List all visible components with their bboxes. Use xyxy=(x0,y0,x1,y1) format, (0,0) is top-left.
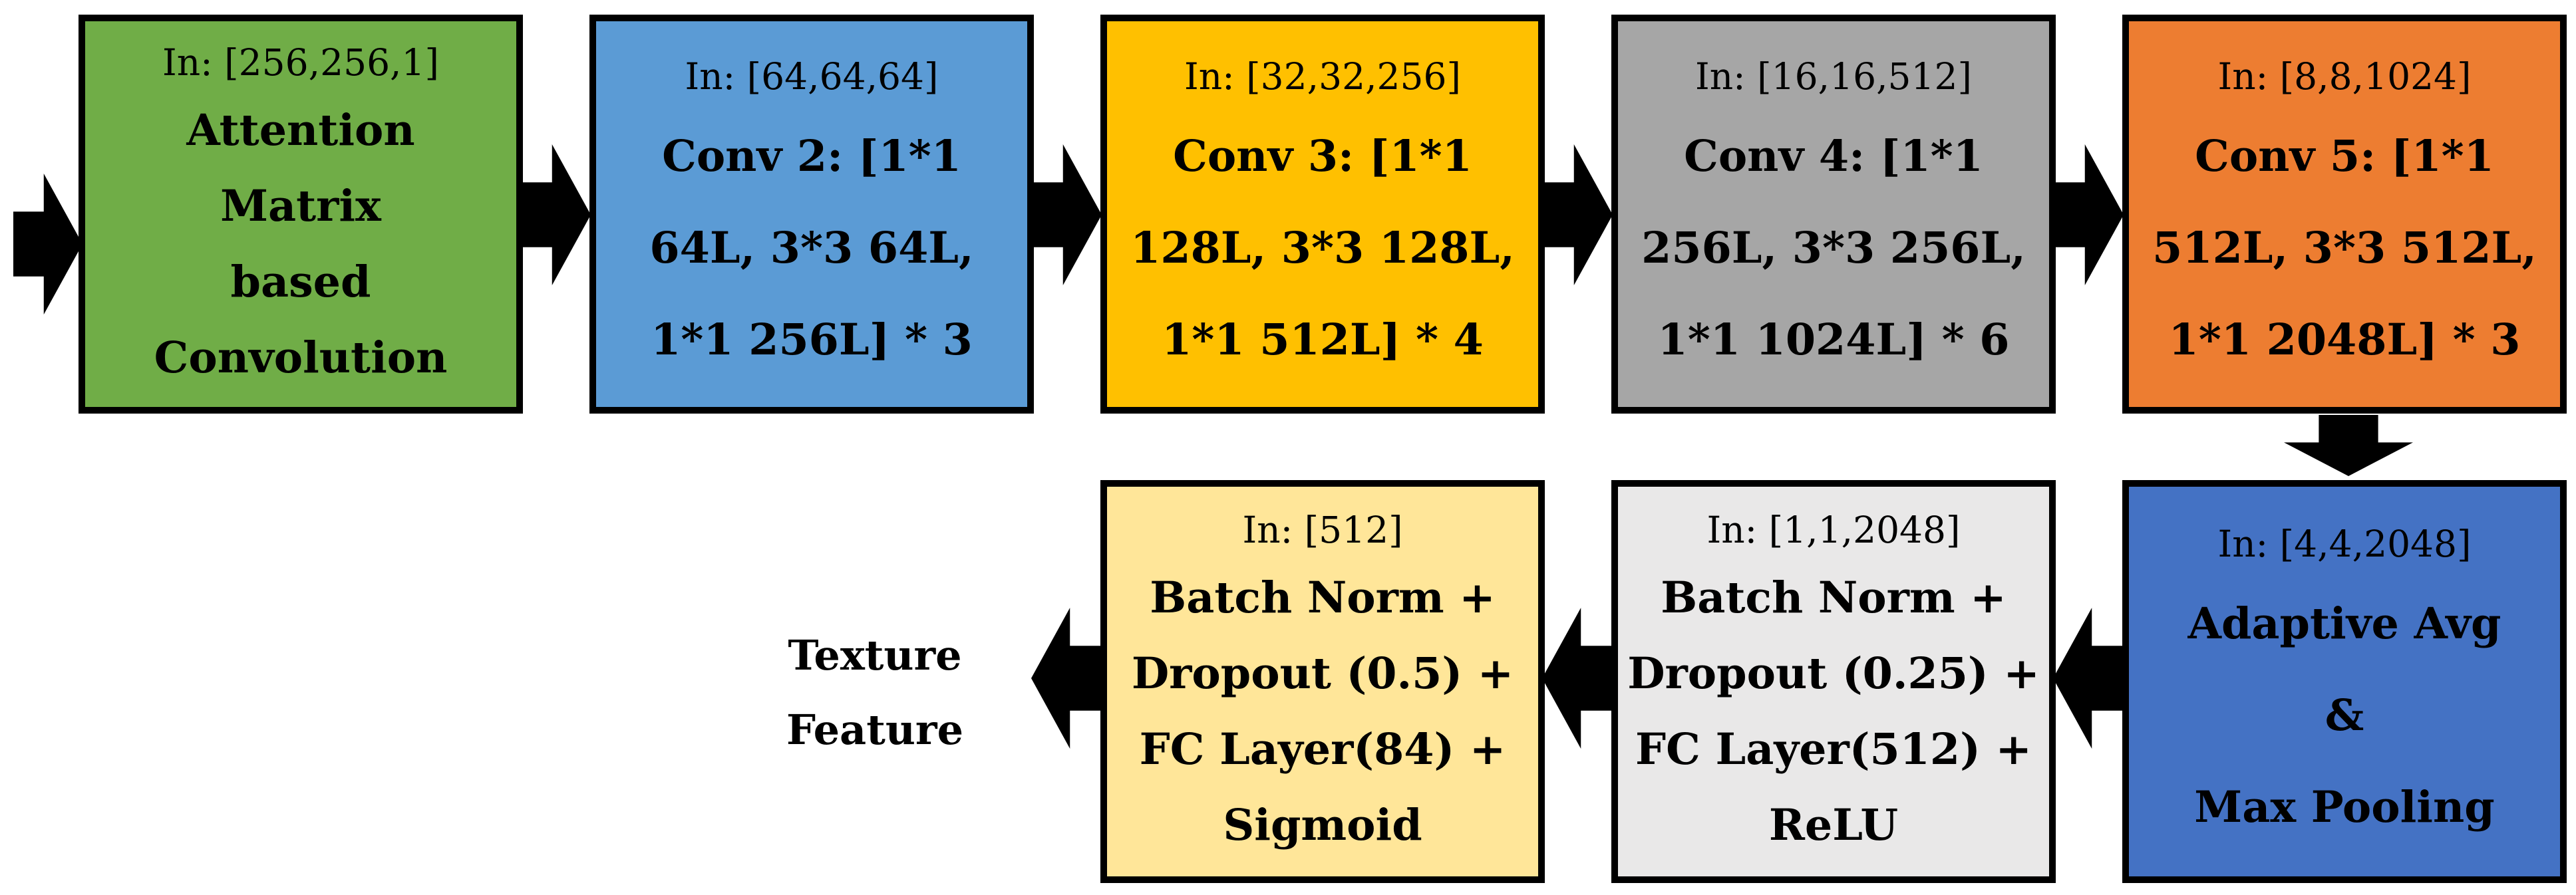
block-line: 128L, 3*3 128L, xyxy=(1130,223,1515,273)
block-in-label: In: [32,32,256] xyxy=(1184,55,1461,98)
arrow-left-icon xyxy=(1542,608,1611,749)
block-conv3: In: [32,32,256] Conv 3: [1*1 128L, 3*3 1… xyxy=(1100,15,1545,414)
block-in-label: In: [4,4,2048] xyxy=(2217,523,2472,565)
block-line: Max Pooling xyxy=(2194,782,2495,832)
texture-feature-label: Texture Feature xyxy=(752,618,998,767)
block-line: Adaptive Avg xyxy=(2187,598,2501,649)
block-conv2: In: [64,64,64] Conv 2: [1*1 64L, 3*3 64L… xyxy=(589,15,1034,414)
arrow-left-icon xyxy=(1031,608,1100,749)
arrow-right-icon xyxy=(13,174,82,315)
arrow-down-icon xyxy=(2284,415,2413,476)
block-line: 256L, 3*3 256L, xyxy=(1641,223,2026,273)
block-line: Dropout (0.5) + xyxy=(1131,648,1514,699)
block-line: Batch Norm + xyxy=(1661,573,2007,623)
block-line: Dropout (0.25) + xyxy=(1627,648,2040,699)
block-in-label: In: [16,16,512] xyxy=(1695,55,1972,98)
arrow-right-icon xyxy=(1543,144,1613,285)
block-line: 512L, 3*3 512L, xyxy=(2152,223,2537,273)
block-line: based xyxy=(230,257,371,307)
block-line: Attention xyxy=(186,105,415,156)
block-line: Batch Norm + xyxy=(1150,573,1496,623)
block-conv5: In: [8,8,1024] Conv 5: [1*1 512L, 3*3 51… xyxy=(2122,15,2567,414)
block-in-label: In: [8,8,1024] xyxy=(2217,55,2472,98)
texture-feature-line1: Texture xyxy=(788,631,962,680)
arrow-right-icon xyxy=(1033,144,1102,285)
block-conv4: In: [16,16,512] Conv 4: [1*1 256L, 3*3 2… xyxy=(1611,15,2056,414)
block-line: 1*1 2048L] * 3 xyxy=(2168,315,2521,365)
block-fc-512-relu: In: [1,1,2048] Batch Norm + Dropout (0.2… xyxy=(1611,480,2056,883)
block-line: & xyxy=(2325,690,2364,741)
block-line: Conv 5: [1*1 xyxy=(2195,131,2494,182)
block-line: 1*1 1024L] * 6 xyxy=(1657,315,2010,365)
block-line: Convolution xyxy=(154,332,448,383)
block-line: 64L, 3*3 64L, xyxy=(649,223,974,273)
block-line: FC Layer(84) + xyxy=(1139,724,1506,775)
texture-feature-line2: Feature xyxy=(786,705,964,754)
block-line: Conv 2: [1*1 xyxy=(662,131,961,182)
block-line: FC Layer(512) + xyxy=(1635,724,2032,775)
block-line: ReLU xyxy=(1768,800,1899,850)
block-in-label: In: [1,1,2048] xyxy=(1706,509,1961,551)
block-line: Sigmoid xyxy=(1223,800,1422,850)
block-in-label: In: [256,256,1] xyxy=(162,41,439,84)
block-line: Matrix xyxy=(220,181,381,231)
block-line: 1*1 256L] * 3 xyxy=(651,315,973,365)
arrow-left-icon xyxy=(2053,608,2122,749)
block-line: Conv 4: [1*1 xyxy=(1684,131,1983,182)
block-fc-84-sigmoid: In: [512] Batch Norm + Dropout (0.5) + F… xyxy=(1100,480,1545,883)
arrow-right-icon xyxy=(522,144,591,285)
arrow-right-icon xyxy=(2054,144,2124,285)
block-attention-matrix-convolution: In: [256,256,1] Attention Matrix based C… xyxy=(79,15,523,414)
block-in-label: In: [64,64,64] xyxy=(685,55,939,98)
block-adaptive-avg-max-pooling: In: [4,4,2048] Adaptive Avg & Max Poolin… xyxy=(2122,480,2567,883)
block-in-label: In: [512] xyxy=(1242,509,1403,551)
block-line: 1*1 512L] * 4 xyxy=(1162,315,1484,365)
block-line: Conv 3: [1*1 xyxy=(1173,131,1472,182)
